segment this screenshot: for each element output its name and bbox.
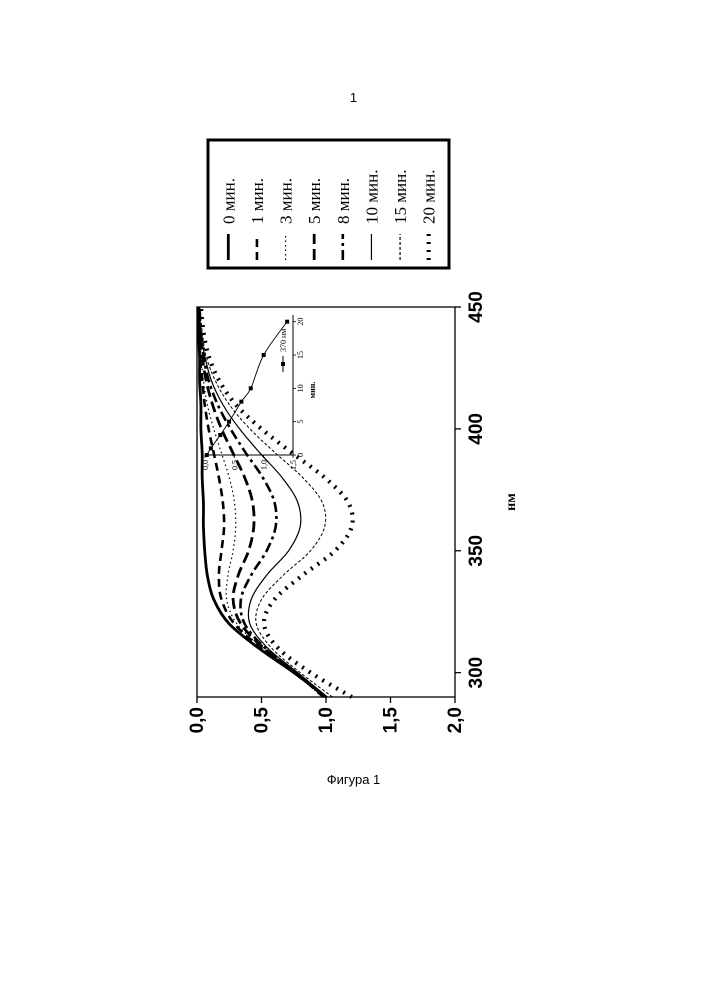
series-line-3 [198,307,324,697]
inset-x-tick-label: 0 [296,453,305,457]
series-line-4 [200,307,326,697]
inset-point [285,320,289,324]
inset-y-tick-label: 1,5 [289,460,298,470]
y-tick-label: 0,0 [187,707,208,733]
x-tick-label: 350 [466,535,487,567]
inset-chart: 0,0 0,5 1,0 1,5 0 5 10 15 20 мин. 370 нм [201,315,317,470]
series-line-1 [198,307,323,697]
inset-y-tick-label: 0,5 [230,460,239,470]
inset-x-tick-label: 15 [296,351,305,359]
legend: 0 мин. 1 мин. 3 мин. 5 мин. 8 мин. 10 мин. 15 … [208,140,449,268]
series-line-2 [198,307,322,697]
inset-x-tick-label: 5 [296,420,305,424]
y-tick-label: 1,0 [316,707,337,733]
inset-point [249,386,253,390]
inset-y-tick-label: 1,0 [260,460,269,470]
inset-x-tick-label: 10 [296,384,305,392]
inset-legend: 370 нм [279,329,288,372]
inset-point [209,446,213,450]
inset-x-tick-label: 20 [296,318,305,326]
legend-label-1: 1 мин. [248,178,267,224]
main-chart: 0,0 0,5 1,0 1,5 2,0300 350 400 450 [187,291,487,733]
x-tick-label: 450 [466,291,487,323]
inset-legend-label: 370 нм [279,329,288,352]
y-tick-label: 1,5 [381,707,402,734]
inset-point [239,400,243,404]
inset-point [227,420,231,424]
legend-label-6: 15 мин. [391,170,410,224]
inset-point [218,433,222,437]
inset-point [262,353,266,357]
inset-legend-marker [281,362,285,366]
series-line-0 [198,307,326,697]
series-line-6 [200,307,333,697]
legend-label-0: 0 мин. [219,178,238,224]
inset-point [205,453,209,457]
legend-label-3: 5 мин. [305,178,324,224]
y-tick-label: 2,0 [445,707,466,733]
legend-label-2: 3 мин. [277,178,296,224]
x-axis-title: нм [504,493,519,511]
x-tick-label: 400 [466,413,487,445]
inset-x-axis-title: мин. [308,382,317,399]
inset-y-tick-label: 0,0 [201,460,210,470]
legend-label-5: 10 мин. [362,170,381,224]
plot-frame [197,307,455,697]
x-tick-label: 300 [466,657,487,689]
legend-box [208,140,449,268]
legend-label-4: 8 мин. [334,178,353,224]
y-tick-label: 0,5 [252,707,273,734]
legend-label-7: 20 мин. [420,170,439,224]
figure-caption: Фигура 1 [0,772,707,787]
